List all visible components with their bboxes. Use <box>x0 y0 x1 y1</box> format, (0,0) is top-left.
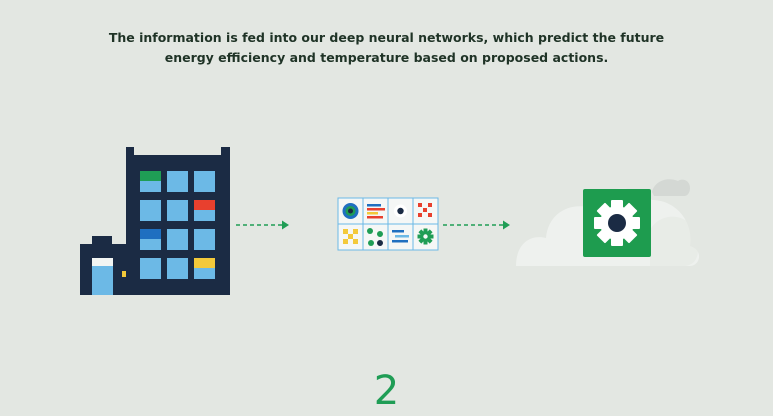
gear-icon <box>583 189 651 257</box>
caption-line-1: The information is fed into our deep neu… <box>108 30 665 45</box>
neural-network-grid-icon <box>337 197 439 251</box>
arrow-building-to-network <box>236 220 289 230</box>
caption: The information is fed into our deep neu… <box>0 28 773 68</box>
step-number: 2 <box>373 368 400 414</box>
office-building-icon <box>80 147 230 295</box>
caption-line-2: energy efficiency and temperature based … <box>164 50 609 65</box>
arrow-network-to-gear <box>443 220 510 230</box>
